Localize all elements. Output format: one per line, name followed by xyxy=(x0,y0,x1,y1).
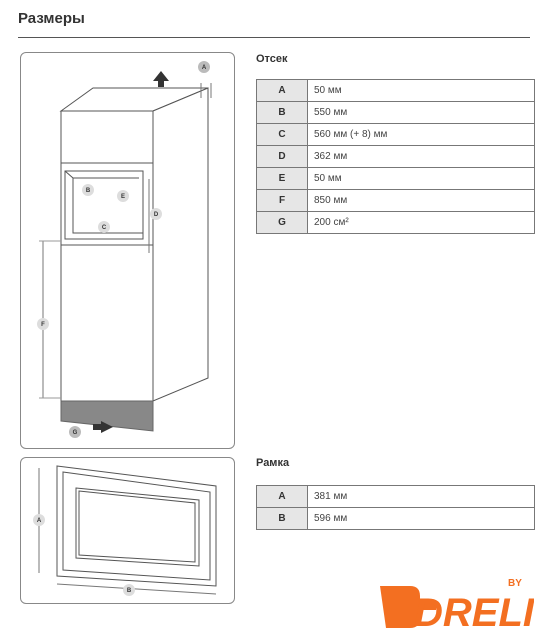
frame-title: Рамка xyxy=(256,457,290,469)
row-value: 381 мм xyxy=(307,485,535,508)
row-value: 596 мм xyxy=(307,507,535,530)
compartment-diagram-panel: A B C D E F G xyxy=(20,52,235,449)
cabinet-front xyxy=(60,110,154,402)
marker-e: E xyxy=(121,194,125,200)
drill-icon xyxy=(380,586,420,628)
row-value: 50 мм xyxy=(307,167,535,190)
row-key: D xyxy=(256,145,308,168)
compartment-diagram: A B C D E F G xyxy=(37,61,212,438)
frame-marker-a: A xyxy=(37,518,42,524)
row-key: F xyxy=(256,189,308,212)
row-value: 550 мм xyxy=(307,101,535,124)
marker-b: B xyxy=(86,188,91,194)
marker-g: G xyxy=(73,430,78,436)
row-key: C xyxy=(256,123,308,146)
row-key: A xyxy=(256,79,308,102)
dreli-logo: DRELI BY xyxy=(380,578,534,634)
frame-marker-b: B xyxy=(127,588,132,594)
row-value: 560 мм (+ 8) мм xyxy=(307,123,535,146)
airflow-up-arrow xyxy=(153,71,169,87)
frame-diagram-panel: A B xyxy=(20,457,235,604)
logo-text: DRELI xyxy=(414,591,534,634)
row-value: 50 мм xyxy=(307,79,535,102)
marker-c: C xyxy=(102,225,107,231)
logo-suffix: BY xyxy=(508,578,522,589)
row-key: A xyxy=(256,485,308,508)
row-value: 362 мм xyxy=(307,145,535,168)
frame-diagram: A B xyxy=(33,465,217,596)
row-key: B xyxy=(256,507,308,530)
row-key: E xyxy=(256,167,308,190)
row-key: G xyxy=(256,211,308,234)
compartment-title: Отсек xyxy=(256,53,288,65)
title-divider xyxy=(18,37,530,38)
row-key: B xyxy=(256,101,308,124)
row-value: 200 см² xyxy=(307,211,535,234)
row-value: 850 мм xyxy=(307,189,535,212)
marker-d: D xyxy=(154,212,159,218)
marker-a: A xyxy=(202,65,207,71)
airflow-in-arrow xyxy=(93,421,113,433)
page-title: Размеры xyxy=(18,10,85,27)
marker-f: F xyxy=(41,322,45,328)
